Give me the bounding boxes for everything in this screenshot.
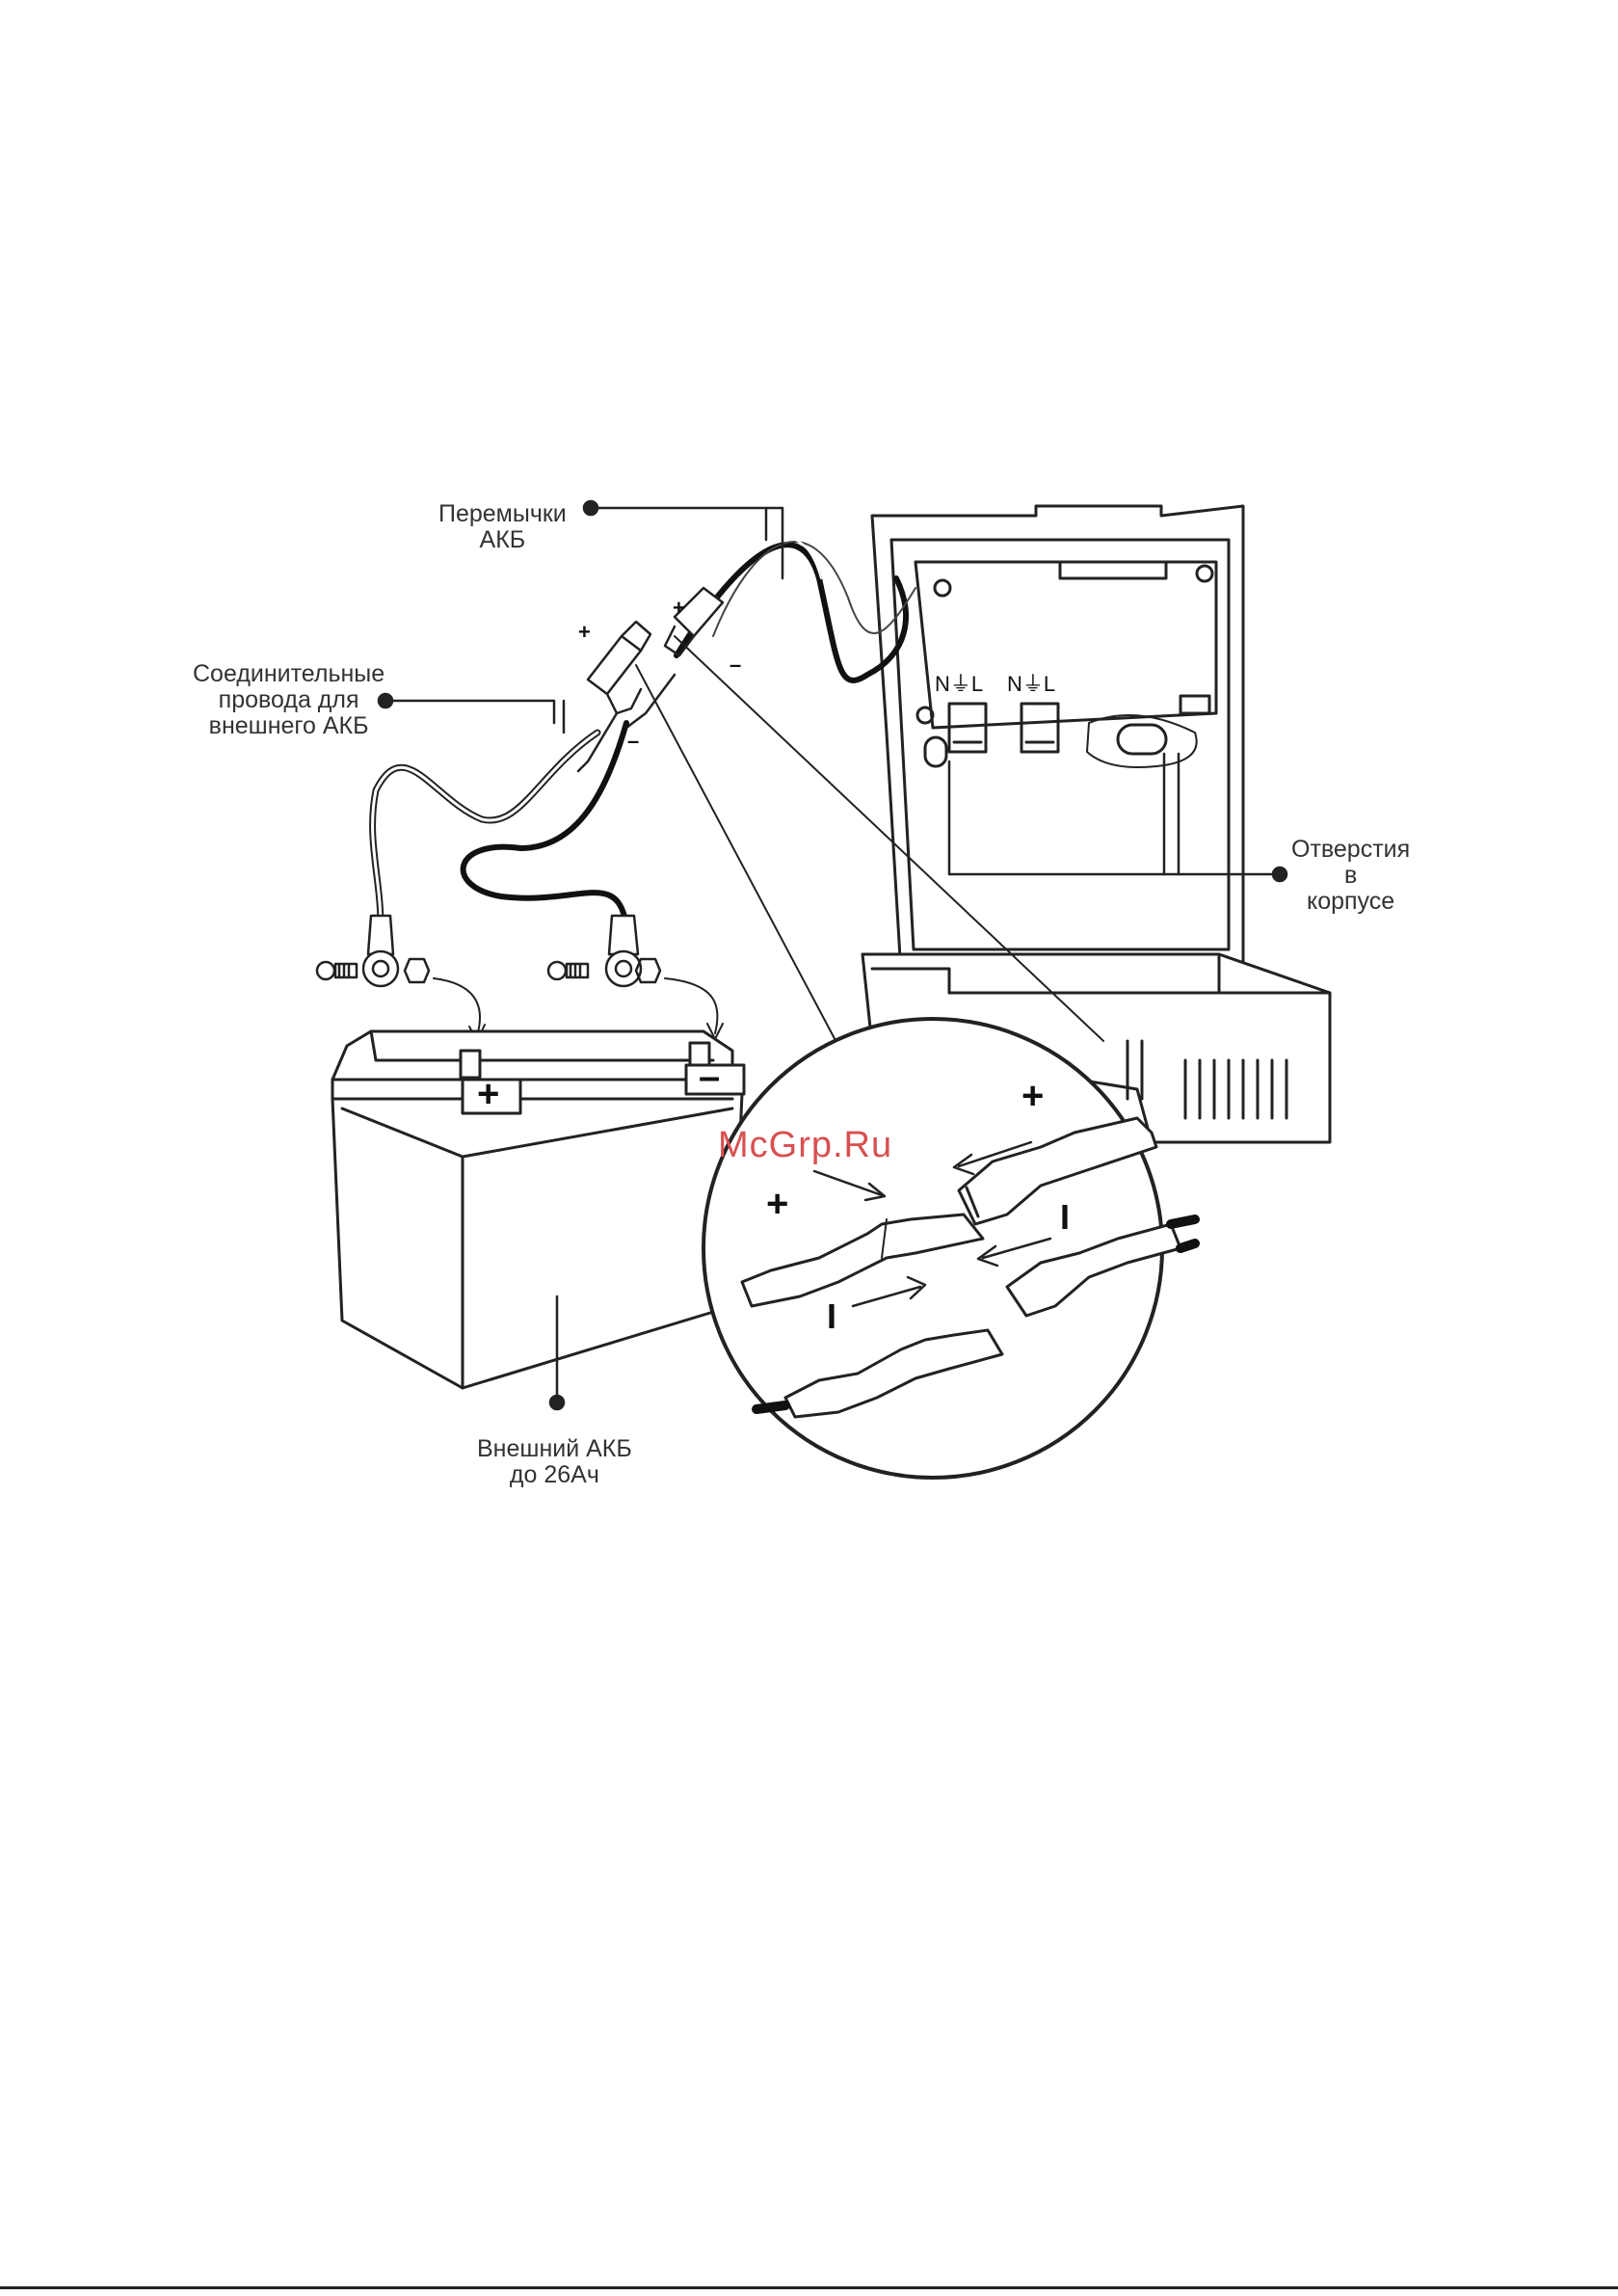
page-bottom-rule — [0, 2286, 1618, 2289]
label-line: провода для — [193, 687, 385, 713]
label-connection-cables: Соединительные провода для внешнего АКБ — [193, 661, 385, 739]
zoom-plus-mark-left: + — [766, 1183, 788, 1225]
battery-connection-cables — [373, 723, 626, 925]
zoom-plus-mark-top: + — [1021, 1075, 1044, 1117]
ring-terminals — [317, 916, 723, 1041]
jumper-plus-mark-2: + — [673, 596, 685, 620]
label-line: до 26Ач — [477, 1462, 632, 1488]
jumper-minus-mark: – — [729, 653, 741, 677]
label-case-holes: Отверстия в корпусе — [1291, 837, 1410, 915]
label-line: Внешний АКБ — [477, 1436, 632, 1462]
label-line: корпусе — [1291, 889, 1410, 915]
zoom-minus-mark-right: I — [1060, 1197, 1070, 1237]
label-external-battery: Внешний АКБ до 26Ач — [477, 1436, 632, 1488]
label-line: Перемычки — [438, 501, 567, 527]
zoom-minus-mark-left: I — [827, 1296, 836, 1336]
label-battery-jumpers: Перемычки АКБ — [438, 501, 567, 553]
external-battery — [332, 1031, 744, 1388]
jumper-minus-mark-2: – — [627, 729, 639, 753]
battery-minus-mark: – — [699, 1055, 720, 1098]
label-line: Отверстия — [1291, 837, 1410, 863]
label-line: в — [1291, 863, 1410, 889]
terminal-block-label-2: N⏚L — [1007, 672, 1055, 696]
loose-connectors — [578, 588, 723, 771]
label-line: Соединительные — [193, 661, 385, 687]
label-line: внешнего АКБ — [193, 713, 385, 739]
watermark: McGrp.Ru — [718, 1125, 892, 1166]
terminal-block-label-1: N⏚L — [935, 672, 983, 696]
battery-plus-mark: + — [477, 1073, 499, 1115]
jumper-plus-mark: + — [578, 620, 591, 644]
label-line: АКБ — [438, 527, 567, 553]
